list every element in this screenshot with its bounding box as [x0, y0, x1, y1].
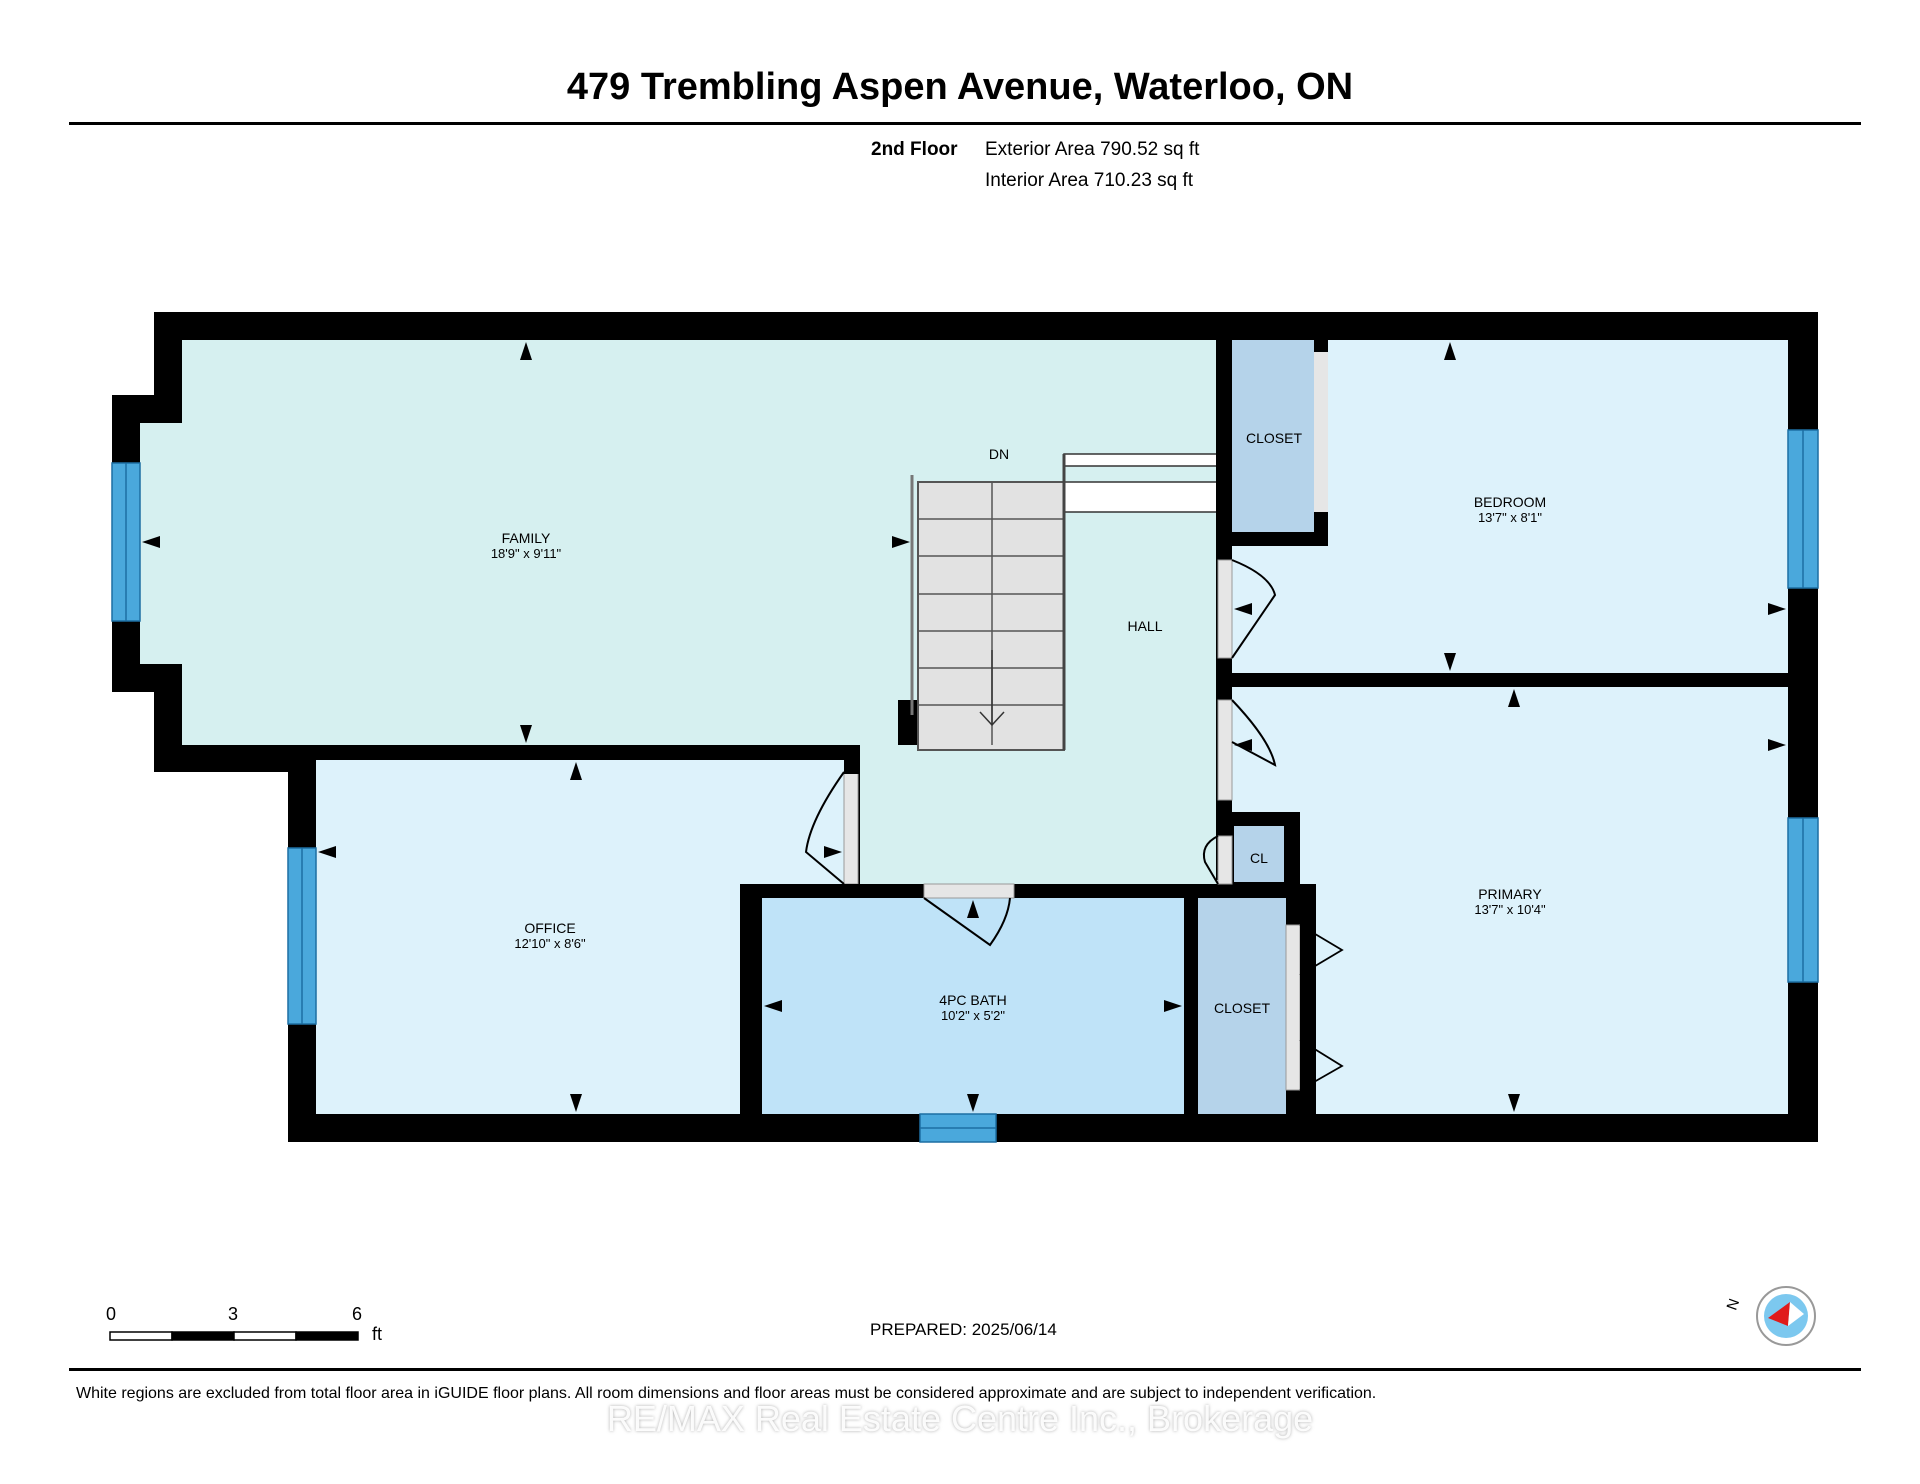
prepared-date: PREPARED: 2025/06/14	[870, 1320, 1057, 1339]
room-primary-name: PRIMARY	[1478, 886, 1542, 902]
page-title: 479 Trembling Aspen Avenue, Waterloo, ON	[566, 66, 1354, 108]
room-hall-name: HALL	[1127, 618, 1163, 634]
closet-bottom-floor	[1198, 898, 1286, 1114]
room-bedroom: BEDROOM 13'7" x 8'1"	[1410, 494, 1610, 525]
scale-label-0: 0	[106, 1304, 117, 1324]
scale-bar	[109, 1331, 359, 1341]
floor-label: 2nd Floor	[871, 139, 958, 160]
room-bedroom-name: BEDROOM	[1473, 494, 1547, 510]
room-office: OFFICE 12'10" x 8'6"	[450, 920, 650, 951]
room-office-name: OFFICE	[524, 920, 576, 936]
exterior-area: Exterior Area 790.52 sq ft	[985, 139, 1200, 160]
scale-label-3: 3	[228, 1304, 239, 1324]
disclaimer-text: White regions are excluded from total fl…	[76, 1385, 1377, 1402]
cl-closet-floor	[1234, 826, 1284, 882]
scale-unit: ft	[372, 1324, 383, 1344]
room-family-dims: 18'9" x 9'11"	[490, 546, 562, 561]
wall-segment	[898, 700, 918, 745]
room-family: FAMILY 18'9" x 9'11"	[426, 530, 626, 561]
wall-segment	[1232, 673, 1788, 687]
room-primary-dims: 13'7" x 10'4"	[1474, 902, 1546, 917]
staircase	[910, 453, 1219, 751]
room-closet-top-name: CLOSET	[1245, 430, 1302, 446]
primary-floor	[1232, 687, 1788, 1114]
room-family-name: FAMILY	[501, 530, 551, 546]
room-office-dims: 12'10" x 8'6"	[514, 936, 586, 951]
compass-icon	[1756, 1286, 1816, 1346]
room-bath-name: 4PC BATH	[939, 992, 1007, 1008]
dimension-markers	[142, 342, 1786, 1112]
room-bath: 4PC BATH 10'2" x 5'2"	[873, 992, 1073, 1023]
room-cl-name: CL	[1250, 850, 1268, 866]
windows	[111, 429, 1819, 1143]
footer-divider	[69, 1368, 1861, 1371]
interior-area: Interior Area 710.23 sq ft	[985, 170, 1194, 191]
room-closet-bottom-name: CLOSET	[1213, 1000, 1270, 1016]
room-bath-dims: 10'2" x 5'2"	[940, 1008, 1006, 1023]
room-primary: PRIMARY 13'7" x 10'4"	[1410, 886, 1610, 917]
wall-segment	[290, 745, 860, 760]
brokerage-watermark: RE/MAX Real Estate Centre Inc., Brokerag…	[606, 1398, 1314, 1439]
stair-dn-label: DN	[988, 446, 1010, 462]
room-bedroom-dims: 13'7" x 8'1"	[1477, 510, 1543, 525]
title-divider	[69, 122, 1861, 125]
scale-label-6: 6	[352, 1304, 363, 1324]
